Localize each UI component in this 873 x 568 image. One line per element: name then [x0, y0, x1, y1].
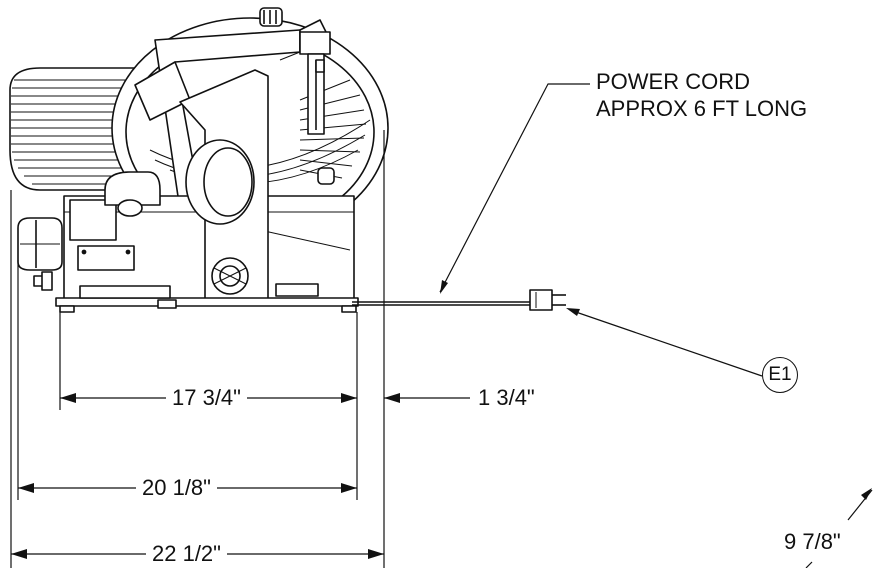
side-knob [317, 167, 335, 185]
left-side-knob [17, 217, 63, 271]
dim-label-base-width: 17 3/4" [166, 386, 247, 410]
extension-lines [10, 130, 385, 568]
dim-label-overall-width: 22 1/2" [146, 542, 227, 566]
power-cord-leader [439, 83, 590, 294]
callout-e1-leader [566, 308, 763, 377]
dim-label-cord-offset: 1 3/4" [470, 386, 541, 410]
base-plate [55, 283, 359, 313]
dim-label-body-width: 20 1/8" [136, 476, 217, 500]
callout-e1: E1 [762, 357, 798, 393]
power-cord [352, 301, 530, 306]
power-plug [529, 289, 566, 311]
sharpener-post [299, 31, 331, 135]
center-column [179, 69, 269, 301]
dim-9-7-8-line [805, 488, 873, 568]
dim-label-side-depth: 9 7/8" [784, 529, 841, 554]
power-cord-note-line1: POWER CORD [596, 69, 750, 94]
gauge-handle [104, 171, 161, 217]
top-knob [259, 7, 283, 27]
side-bolt [33, 271, 53, 291]
carriage-knob [211, 257, 249, 295]
dim-1-3-4-line [384, 393, 470, 403]
power-cord-note-line2: APPROX 6 FT LONG [596, 96, 808, 121]
